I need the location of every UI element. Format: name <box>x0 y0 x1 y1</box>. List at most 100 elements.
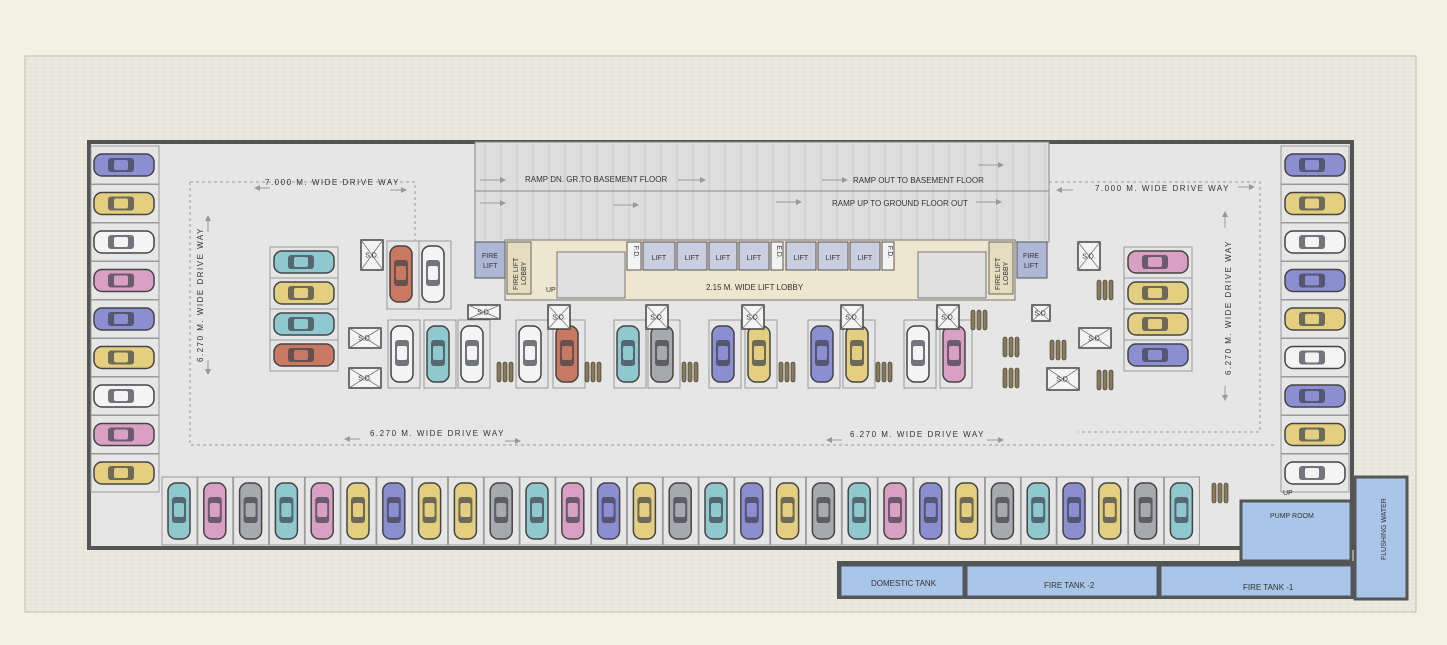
drive-left-label: 6.270 M. WIDE DRIVE WAY <box>196 227 205 362</box>
up-label-pump: UP <box>1283 490 1293 497</box>
car-bottom-1 <box>203 482 227 540</box>
car-island-right-1 <box>1127 281 1189 305</box>
car-bottom-2 <box>238 482 263 540</box>
bike-bay-4 <box>875 361 893 383</box>
car-island-right-3 <box>1127 343 1189 367</box>
sd-label-2: S.D. <box>358 376 372 383</box>
bike-bay-0 <box>496 361 514 383</box>
lift-label-8: LIFT <box>858 255 873 262</box>
sd-label-1: S.D. <box>358 336 372 343</box>
parking-cars <box>90 145 1350 546</box>
car-middle-9 <box>810 325 834 383</box>
car-bottom-14 <box>668 482 692 540</box>
lift-4 <box>738 241 770 271</box>
bike-bay-7 <box>1002 367 1020 389</box>
drive-top-left-label: 7.000 M. WIDE DRIVE WAY <box>265 178 400 187</box>
car-right-1 <box>1284 191 1346 216</box>
fire-tank-2 <box>966 565 1158 597</box>
car-middle-10 <box>845 325 869 383</box>
ramp-area <box>474 141 1050 243</box>
bike-bay-6 <box>1002 336 1020 358</box>
car-middle-0 <box>390 325 414 383</box>
sd-label-5: S.D. <box>650 315 664 322</box>
car-island-right-2 <box>1127 312 1189 336</box>
car-island-left-2 <box>273 312 335 336</box>
car-left-3 <box>93 268 155 293</box>
lift-9 <box>881 241 895 271</box>
car-bottom-9 <box>489 482 513 540</box>
car-bottom-24 <box>1026 482 1050 540</box>
car-middle-7 <box>711 325 735 383</box>
lift-label-4: LIFT <box>747 255 762 262</box>
fire-lift-right-label-2: LIFT <box>1024 263 1039 270</box>
car-left-6 <box>93 384 155 408</box>
car-bottom-23 <box>990 482 1015 540</box>
lift-label-9: F.D. <box>886 246 893 259</box>
car-left-5 <box>93 345 155 370</box>
fire-lift-right <box>1016 241 1048 279</box>
bike-bay-10 <box>1096 369 1114 391</box>
staircase-left <box>556 251 626 299</box>
car-island-left-1 <box>273 281 335 305</box>
ramp-up-label: RAMP UP TO GROUND FLOOR OUT <box>832 199 968 208</box>
fire-lift-lobby-left-label-2: LOBBY <box>521 261 528 285</box>
car-island-left-0 <box>273 250 335 274</box>
flushing-water-tank <box>1353 475 1409 601</box>
car-right-8 <box>1284 461 1346 485</box>
car-bottom-19 <box>847 482 871 540</box>
fire-lift-lobby-left <box>506 241 532 295</box>
ramp-out-label: RAMP OUT TO BASEMENT FLOOR <box>853 176 984 185</box>
fire-lift-left-label-2: LIFT <box>483 263 498 270</box>
car-bottom-18 <box>811 482 836 540</box>
lift-label-3: LIFT <box>716 255 731 262</box>
bike-bay-8 <box>1049 339 1067 361</box>
car-right-4 <box>1284 307 1346 331</box>
lift-label-5: E.D. <box>775 245 782 259</box>
car-middle-12 <box>942 325 966 383</box>
lift-8 <box>849 241 881 271</box>
drive-way-outline <box>189 181 1275 446</box>
pump-room <box>1239 499 1353 563</box>
car-middle-3 <box>518 325 542 383</box>
car-bottom-26 <box>1098 482 1122 540</box>
car-middle-5 <box>616 325 640 383</box>
ramp-down-label: RAMP DN. GR.TO BASEMENT FLOOR <box>525 175 667 184</box>
drive-top-right-label: 7.000 M. WIDE DRIVE WAY <box>1095 184 1230 193</box>
fire-tank-2-label: FIRE TANK -2 <box>1044 581 1095 590</box>
lift-label-2: LIFT <box>685 255 700 262</box>
lift-2 <box>676 241 708 271</box>
car-top-pair-0 <box>389 245 413 303</box>
sd-label-4: S.D. <box>552 315 566 322</box>
car-bottom-6 <box>382 482 406 540</box>
car-bottom-27 <box>1133 482 1158 540</box>
car-island-right-0 <box>1127 250 1189 274</box>
fire-lift-lobby-right <box>988 241 1014 295</box>
car-bottom-21 <box>919 482 943 540</box>
car-right-6 <box>1284 384 1346 408</box>
car-left-8 <box>93 461 155 485</box>
sd-label-9: S.D. <box>1082 254 1096 261</box>
car-bottom-4 <box>310 482 334 540</box>
lift-6 <box>785 241 817 271</box>
lift-5 <box>770 241 784 271</box>
car-bottom-17 <box>775 482 800 540</box>
flushing-water-label: FLUSHING WATER <box>1381 498 1388 560</box>
car-right-2 <box>1284 230 1346 254</box>
car-bottom-8 <box>453 482 478 540</box>
sd-label-12: S.D. <box>1056 377 1070 384</box>
bike-bay-5 <box>970 309 988 331</box>
domestic-tank-label: DOMESTIC TANK <box>871 579 937 588</box>
car-middle-1 <box>426 325 450 383</box>
sd-label-8: S.D. <box>941 315 955 322</box>
fire-tank-1-label: FIRE TANK -1 <box>1243 583 1294 592</box>
car-bottom-11 <box>561 482 585 540</box>
sd-label-11: S.D. <box>1034 311 1048 318</box>
car-bottom-28 <box>1169 482 1194 540</box>
car-top-pair-1 <box>421 245 445 303</box>
sd-label-6: S.D. <box>746 315 760 322</box>
lift-label-1: LIFT <box>652 255 667 262</box>
lift-label-7: LIFT <box>826 255 841 262</box>
fire-lift-left-label-1: FIRE <box>482 253 498 260</box>
car-right-0 <box>1284 153 1346 177</box>
car-bottom-7 <box>417 482 442 540</box>
